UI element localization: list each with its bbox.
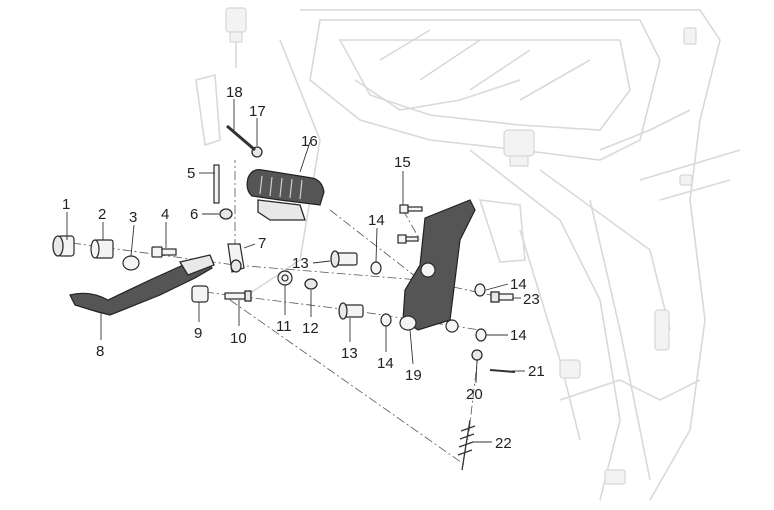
callout-4: 4 (161, 206, 169, 223)
part-2-spacer (90, 239, 114, 259)
part-19-bracket (399, 199, 476, 333)
callout-21: 21 (528, 363, 545, 380)
background-frame (195, 7, 741, 501)
callout-13b: 13 (341, 345, 358, 362)
part-6-nut (219, 208, 233, 220)
part-20-nut (471, 349, 483, 361)
part-1-bushing (52, 235, 75, 257)
part-12-nut (304, 278, 318, 290)
callout-20: 20 (466, 386, 483, 403)
part-5-pin (213, 164, 220, 204)
callout-5: 5 (187, 165, 195, 182)
callout-17: 17 (249, 103, 266, 120)
callout-9: 9 (194, 325, 202, 342)
callout-23: 23 (523, 291, 540, 308)
callout-19: 19 (405, 367, 422, 384)
callout-1: 1 (62, 196, 70, 213)
callout-14c: 14 (510, 276, 527, 293)
part-23-bolt (490, 291, 514, 303)
part-10-bolt (224, 290, 252, 302)
part-15-bolts (397, 204, 423, 244)
callout-6: 6 (190, 206, 198, 223)
callout-7: 7 (258, 235, 266, 252)
leader-lines (66, 99, 525, 443)
part-7-linkage (227, 243, 245, 273)
callout-15: 15 (394, 154, 411, 171)
part-22-spring (457, 419, 476, 471)
part-14-washers (370, 261, 487, 342)
callout-10: 10 (230, 330, 247, 347)
part-3-ring (122, 255, 140, 271)
callout-14a: 14 (368, 212, 385, 229)
callout-labels: 1 2 3 4 5 6 7 8 9 10 11 12 13 13 14 14 1… (62, 84, 545, 452)
callout-18: 18 (226, 84, 243, 101)
callout-12: 12 (302, 320, 319, 337)
callout-14b: 14 (377, 355, 394, 372)
callout-8: 8 (96, 343, 104, 360)
callout-2: 2 (98, 206, 106, 223)
part-8-shift-lever (69, 254, 215, 316)
callout-11: 11 (276, 318, 292, 335)
part-13-pivot-upper (330, 250, 358, 268)
callout-22: 22 (495, 435, 512, 452)
callout-16: 16 (301, 133, 318, 150)
part-9-bushing (191, 285, 209, 303)
part-11-washer (277, 270, 293, 286)
part-21-screw (489, 369, 516, 373)
part-13-pivot-lower (338, 302, 364, 320)
part-16-footpeg (246, 169, 325, 221)
callout-13a: 13 (292, 255, 309, 272)
part-4-bolt (151, 246, 177, 258)
part-18-pin (226, 124, 256, 152)
callout-3: 3 (129, 209, 137, 226)
callout-14d: 14 (510, 327, 527, 344)
